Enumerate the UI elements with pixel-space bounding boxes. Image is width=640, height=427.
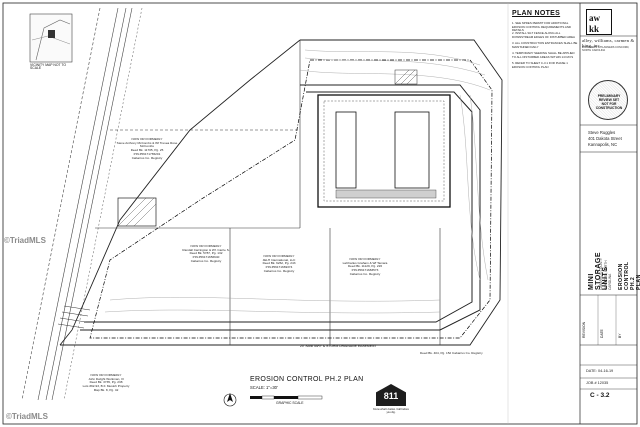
road-linework — [21, 7, 143, 401]
sediment-basin — [117, 197, 157, 227]
parcel-label: NOW OR FORMERLY JELH International, LLC … — [262, 254, 296, 273]
parking-stalls — [57, 305, 91, 329]
parcel-label: NOW OR FORMERLY LaCharles Graham & Wf Ta… — [342, 257, 388, 276]
stamp-line-3: NOT FOR CONSTRUCTION — [595, 101, 623, 110]
sheet-number: C - 3.2 — [590, 392, 610, 399]
parcel-label: NOW OR FORMERLY John Dwight Workman, III… — [82, 373, 130, 392]
firm-subtitle: ENGINEERS & PLANNERS CONCORD, NORTH CARO… — [582, 46, 630, 53]
client-city: Kannapolis, NC — [588, 142, 618, 147]
sheet-title: EROSION CONTROL PH.2 PLAN — [618, 261, 640, 290]
plan-title: EROSION CONTROL PH.2 PLAN — [250, 376, 364, 383]
stamp-line-2: REVIEW SET — [598, 97, 620, 102]
call-811-caption: Know what's below. Call before you dig. — [373, 408, 409, 415]
plan-note: 3. ALL CONSTRUCTION ENTRANCES SHALL BE M… — [512, 41, 578, 49]
firm-name: alley, williams, carmen & king, inc. — [582, 38, 635, 48]
plan-note: 2. INSTALL SILT FENCE ALONG ALL DOWNSTRE… — [512, 31, 575, 39]
plan-note: 4. TEMPORARY SEEDING SHALL BE APPLIED TO… — [512, 51, 575, 59]
stamp-line-1: PRELIMINARY — [597, 94, 621, 98]
graphic-scale-label: GRAPHIC SCALE — [276, 401, 304, 405]
date-column-label: DATE — [600, 329, 604, 338]
parcel-label: NOW OR FORMERLY Steve Anthony McCombs & … — [116, 137, 178, 160]
north-arrow — [223, 393, 237, 407]
graphic-scale-bar — [250, 395, 323, 400]
date-value: 04-16-19 — [597, 369, 614, 373]
call-811-shield — [376, 384, 406, 406]
call-811-badge: 811 Know what's below. Call before you d… — [373, 384, 409, 418]
riprap-hatch — [394, 69, 418, 85]
vicinity-map-label: VICINITY MAP NOT TO SCALE — [30, 63, 67, 71]
plan-notes-title: PLAN NOTES — [512, 10, 561, 17]
logo-line-1: aw — [589, 13, 600, 23]
revision-label: REVISION — [582, 321, 586, 338]
drive-aisle — [80, 84, 481, 331]
review-stamp: PRELIMINARY REVIEW SET NOT FOR CONSTRUCT… — [588, 80, 628, 120]
client-address: 401 Dakota Street — [588, 136, 622, 141]
job-row: JOB # 12035 — [586, 381, 608, 385]
watermark-left: ©TriadMLS — [4, 236, 46, 245]
watermark-bottom: ©TriadMLS — [6, 412, 48, 421]
by-column-label: BY — [618, 333, 622, 338]
scale-text: SCALE: 1"=30' — [250, 385, 278, 390]
firm-logo: aw kk — [586, 9, 612, 35]
job-label: JOB # — [586, 381, 597, 385]
vicinity-site-marker — [48, 30, 55, 38]
plan-note: 1. SEE NPDES PERMIT FOR ADDITIONAL EROSI… — [512, 21, 571, 33]
job-value: 12035 — [597, 381, 609, 385]
parcel-label: NOW OR FORMERLY Randall Carrington & Wf.… — [182, 244, 230, 263]
date-label: DATE: — [586, 369, 597, 373]
contour-lines — [104, 49, 491, 314]
client-name: Steve Ruggles — [588, 130, 616, 135]
silt-fence — [89, 59, 493, 339]
easement-label: 20' SANITARY & STORM DRAINAGE EASEMENT — [300, 344, 377, 348]
project-city: CONCORD, NORTH CAROLINA — [604, 260, 612, 290]
project-location: CABARRUS COUNTY — [599, 257, 603, 290]
parcel-label: Deed Bk. 404, Pg. 152 Cabarrus Co. Regis… — [420, 351, 483, 355]
logo-line-2: kk — [589, 24, 600, 34]
storage-building — [317, 94, 451, 208]
date-row: DATE: 04-16-19 — [586, 369, 613, 373]
plan-note: 5. REFER TO SHEET C-3.1 FOR PHASE 1 EROS… — [512, 61, 568, 69]
call-811-number: 811 — [383, 391, 399, 401]
lot-lines — [95, 40, 441, 345]
